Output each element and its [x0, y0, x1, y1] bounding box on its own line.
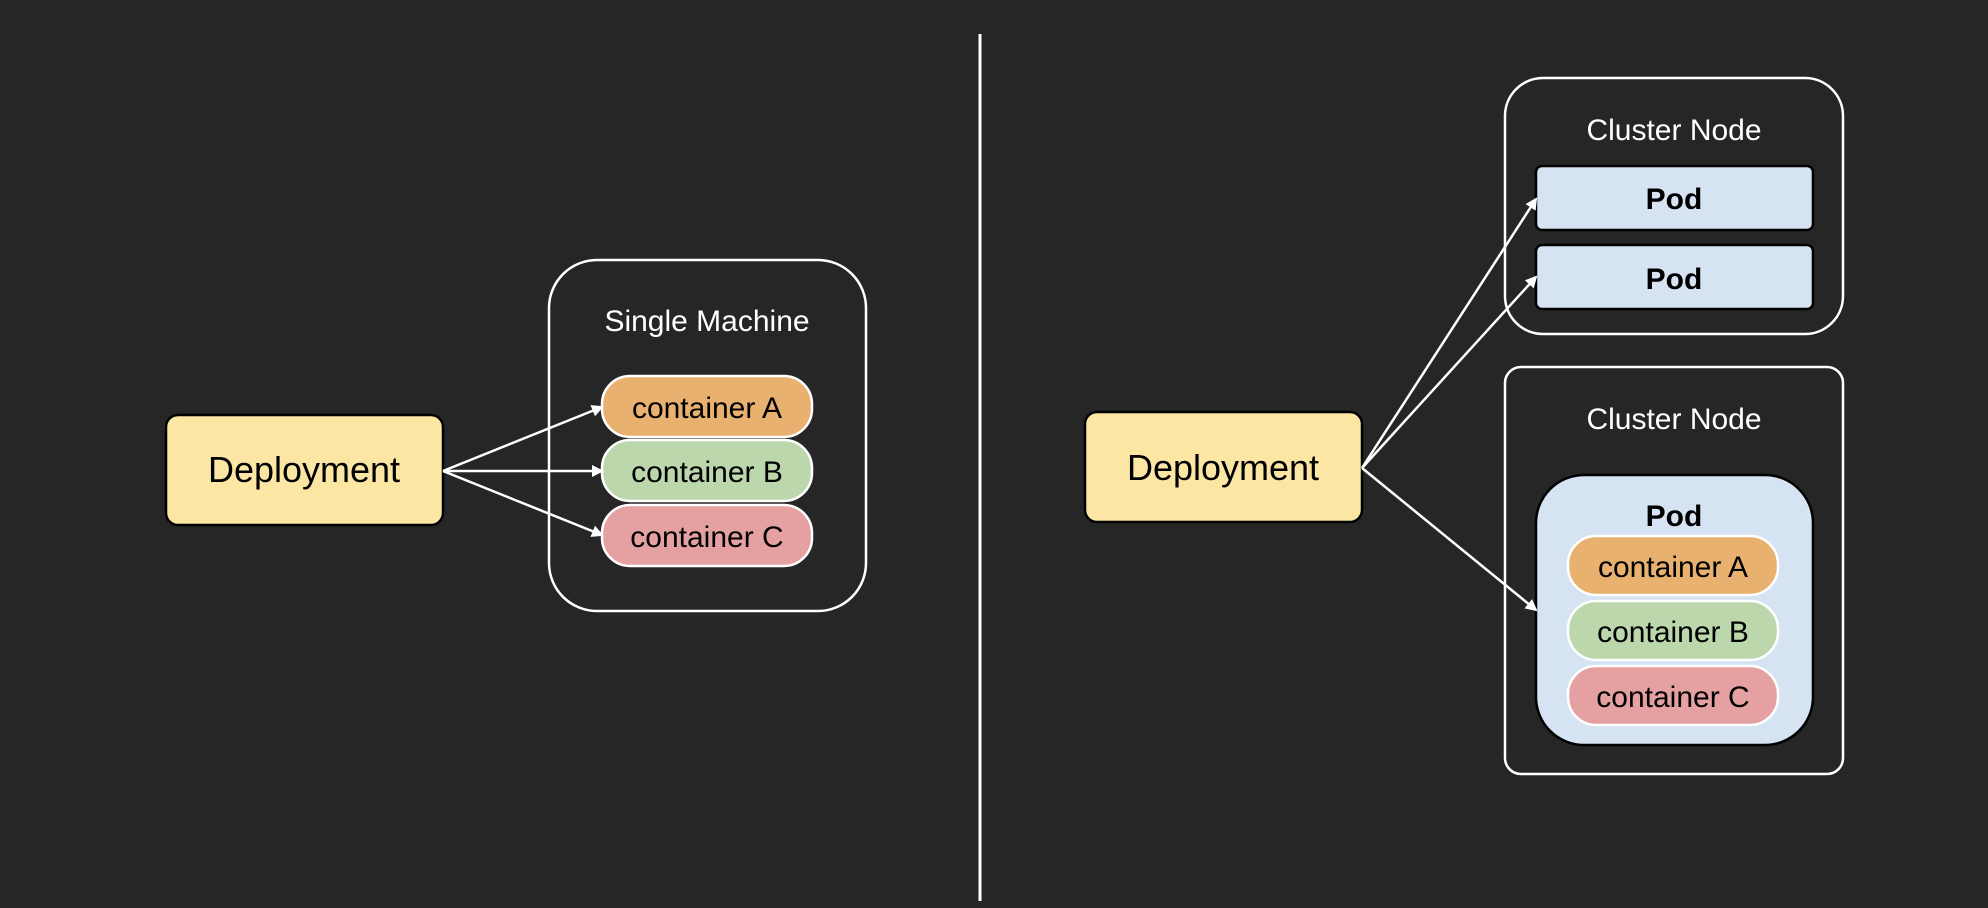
single-machine-label: Single Machine	[604, 305, 809, 338]
cluster-node-2-label: Cluster Node	[1586, 403, 1761, 436]
right-container-a-label: container A	[1598, 551, 1748, 584]
right-arrow-to-pod-2	[1361, 275, 1538, 469]
left-arrow-to-container-a	[442, 405, 604, 473]
left-deployment-label: Deployment	[208, 449, 400, 490]
cluster-node-2-box	[1503, 365, 1845, 776]
left-container-b-label: container B	[631, 456, 783, 489]
cluster-node-1-label: Cluster Node	[1586, 114, 1761, 147]
cluster-node-2-pod-label: Pod	[1646, 500, 1703, 533]
left-container-a-label: container A	[632, 392, 782, 425]
cluster-node-1-pod-1-label: Pod	[1646, 183, 1703, 216]
right-container-c	[1566, 664, 1780, 727]
right-container-a	[1566, 534, 1780, 597]
right-container-b-label: container B	[1597, 616, 1749, 649]
right-arrow-to-pod-1	[1360, 197, 1538, 469]
right-container-c-label: container C	[1596, 681, 1749, 714]
right-container-b	[1566, 599, 1780, 662]
left-container-c-label: container C	[630, 521, 783, 554]
right-panel: Cluster Node Pod Pod Cluster Node Pod co…	[1083, 76, 1845, 776]
left-arrow-to-container-c	[442, 469, 604, 537]
single-machine-box	[547, 258, 868, 613]
right-deployment-label: Deployment	[1127, 447, 1319, 488]
cluster-node-1-pod-2-label: Pod	[1646, 263, 1703, 296]
left-panel: Single Machine Deployment container A co…	[164, 258, 868, 613]
right-arrow-to-pod-3	[1361, 467, 1538, 612]
cluster-node-1-box	[1503, 76, 1845, 336]
